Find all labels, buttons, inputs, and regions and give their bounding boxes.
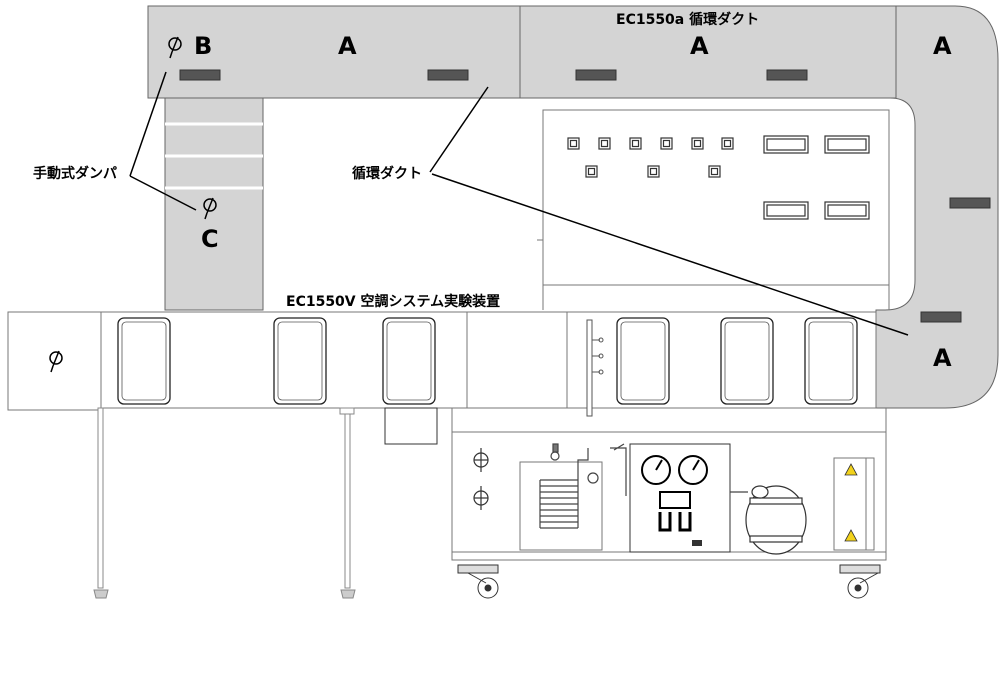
- section-label-a: A: [933, 32, 952, 60]
- duct-slot: [949, 197, 991, 209]
- window: [720, 317, 774, 405]
- duct-right-elbow: [875, 5, 999, 409]
- support-legs: [93, 407, 356, 599]
- duct-top-left-segment: [147, 5, 521, 99]
- damper-icon: [203, 197, 217, 220]
- window: [117, 317, 171, 405]
- section-label-a: A: [933, 344, 952, 372]
- damper-icon: [49, 350, 63, 373]
- duct-slot: [427, 69, 469, 81]
- panel-indicator-lights: [567, 137, 734, 178]
- control-panel: [537, 109, 890, 310]
- section-label-a: A: [338, 32, 357, 60]
- duct-slots: [179, 69, 991, 323]
- warning-label-icon: [844, 463, 858, 476]
- pressure-gauge-icon: [678, 455, 708, 485]
- window: [273, 317, 327, 405]
- window: [616, 317, 670, 405]
- duct-slot: [920, 311, 962, 323]
- duct-slot: [179, 69, 221, 81]
- circulation-duct-callout: 循環ダクト: [352, 165, 422, 182]
- duct-unit-title: EC1550a 循環ダクト: [616, 11, 759, 28]
- section-label-c: C: [201, 225, 219, 253]
- window: [804, 317, 858, 405]
- duct-vertical-segment: [164, 97, 264, 311]
- duct-slot: [766, 69, 808, 81]
- pipework: [610, 443, 748, 496]
- window: [382, 317, 436, 405]
- manual-damper-callout: 手動式ダンパ: [33, 165, 117, 182]
- caster-wheel-icon: [839, 564, 881, 599]
- circulation-duct: [147, 5, 999, 409]
- drain-box: [384, 407, 438, 445]
- section-label-a: A: [690, 32, 709, 60]
- pressure-gauge-icon: [641, 455, 671, 485]
- warning-label-icon: [844, 529, 858, 542]
- refrigerant-coil: [539, 443, 599, 529]
- panel-meters: [763, 135, 870, 220]
- damper-icon: [168, 36, 182, 59]
- leader-lines: [129, 71, 909, 336]
- humidifier-pipe: [586, 319, 604, 417]
- unit-windows: [117, 317, 858, 405]
- compressor-tank: [745, 485, 807, 555]
- valves: [473, 448, 489, 510]
- caster-wheel-icon: [457, 564, 499, 599]
- duct-top-middle-segment: [519, 5, 897, 99]
- gauge-panel: [629, 443, 731, 553]
- duct-slot: [575, 69, 617, 81]
- machine-title: EC1550V 空調システム実験装置: [286, 293, 500, 310]
- section-label-b: B: [194, 32, 212, 60]
